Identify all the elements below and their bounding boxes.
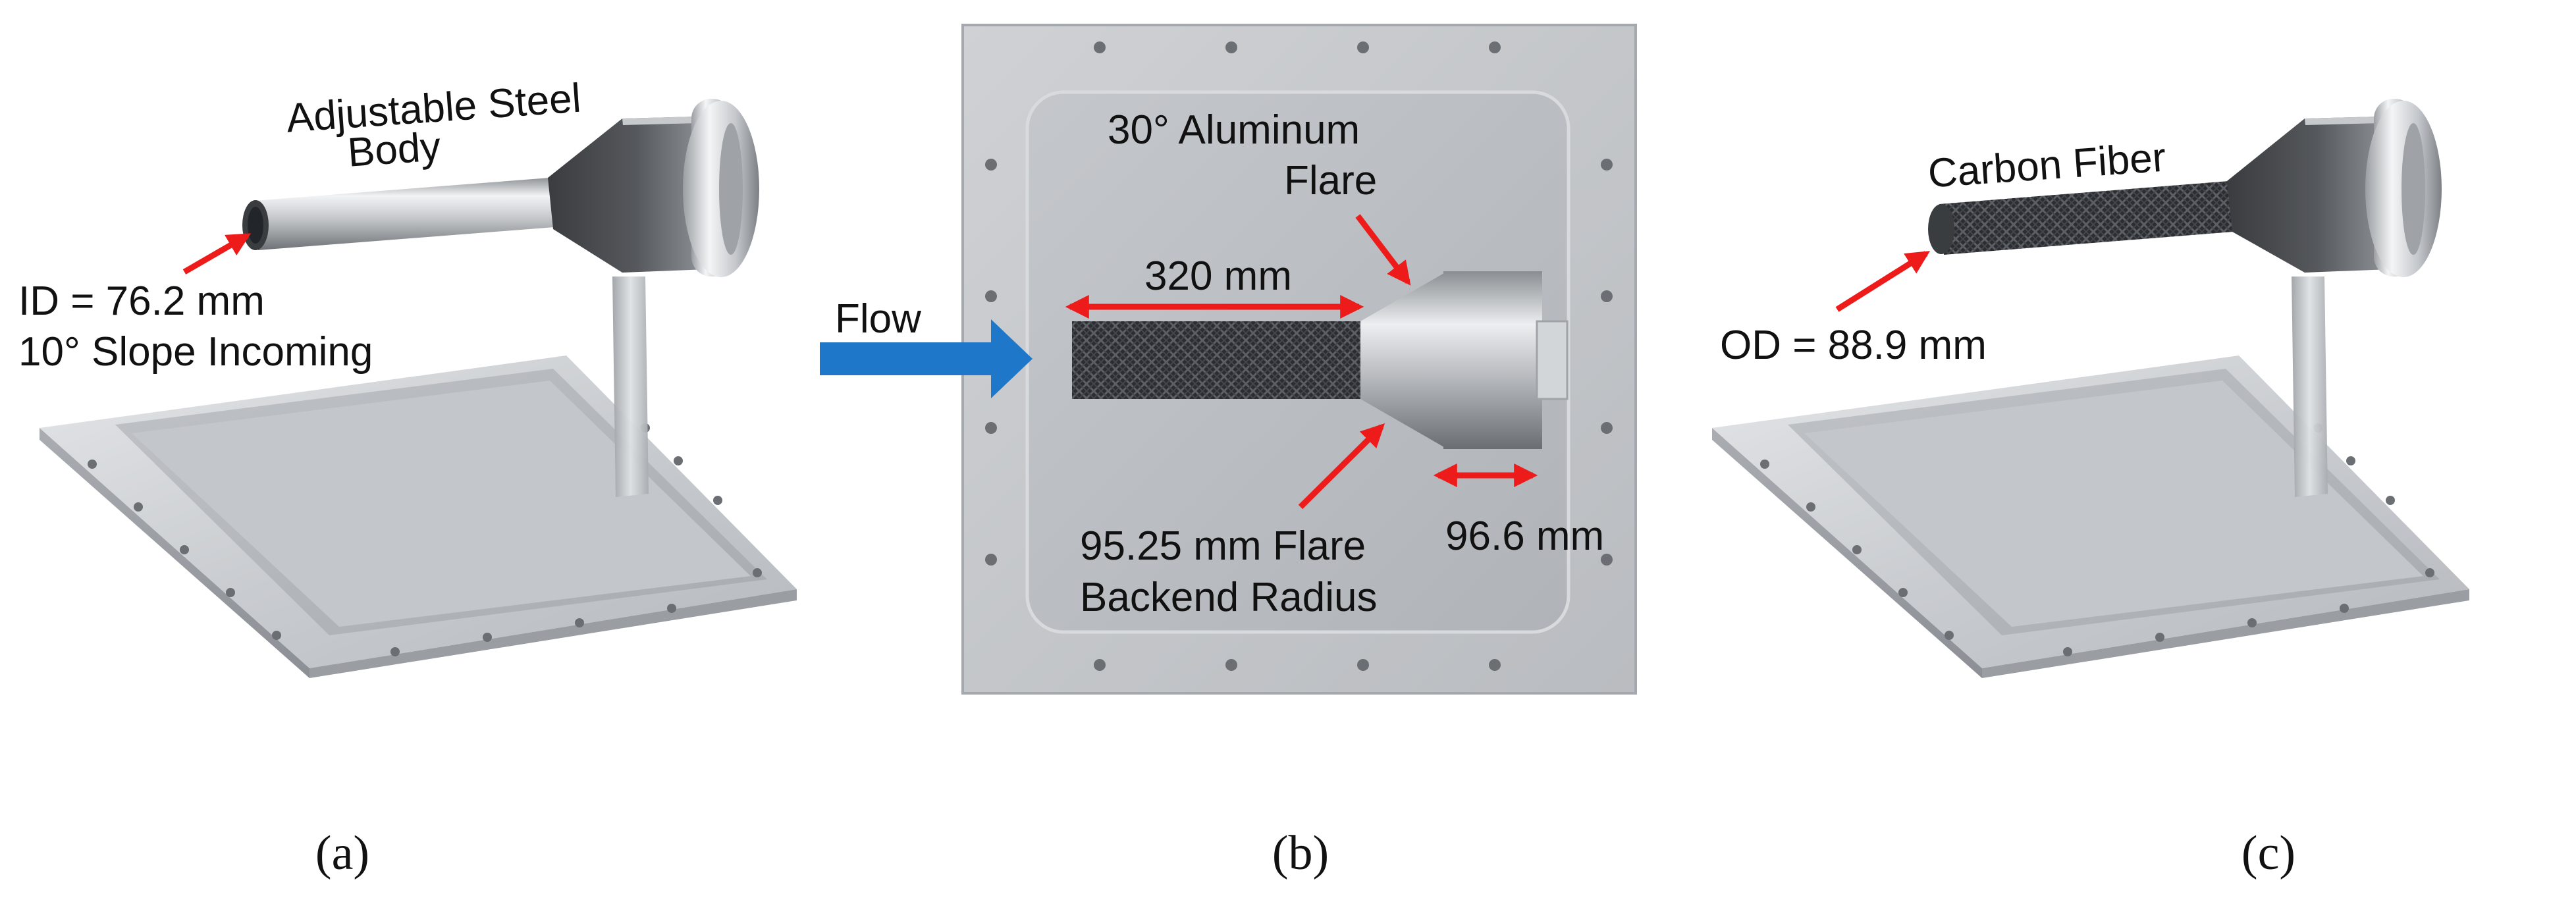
panel-a-base-plate	[40, 356, 797, 678]
panel-a: Adjustable Steel Body ID = 76.2 mm 10° S…	[18, 76, 797, 880]
panel-c-label-od: OD = 88.9 mm	[1720, 323, 1987, 368]
panel-a-label-slope: 10° Slope Incoming	[18, 329, 373, 375]
panel-a-caption: (a)	[315, 826, 369, 880]
panel-c-carbon-body	[1928, 181, 2234, 255]
panel-c-label-material: Carbon Fiber	[1927, 135, 2168, 197]
panel-b-label-flare-line1: 30° Aluminum	[1108, 107, 1360, 153]
panel-b: Flow 30° Aluminum Flare 320 mm 95.25 mm …	[820, 24, 1637, 880]
panel-b-label-length: 320 mm	[1144, 253, 1292, 299]
panel-b-radius-arrow	[1298, 423, 1385, 510]
panel-b-caption: (b)	[1272, 826, 1329, 880]
panel-a-flare	[548, 99, 759, 277]
panel-a-bolt-holes	[88, 423, 762, 656]
panel-c-flare	[2227, 99, 2442, 277]
panel-b-label-flare-line2: Flare	[1284, 158, 1377, 203]
panel-c-strut	[2292, 277, 2328, 497]
panel-a-id-arrow	[182, 233, 252, 275]
panel-a-steel-body	[242, 178, 554, 250]
panel-a-strut	[612, 277, 649, 497]
panel-b-flare	[1360, 271, 1569, 449]
panel-c-base-plate	[1712, 356, 2469, 678]
panel-b-flare-arrow	[1355, 214, 1411, 286]
panel-b-label-end: 96.6 mm	[1445, 514, 1604, 559]
panel-c: Carbon Fiber OD = 88.9 mm (c)	[1712, 99, 2469, 880]
panel-b-label-radius-line2: Backend Radius	[1080, 575, 1378, 620]
panel-c-od-arrow	[1835, 251, 1931, 312]
panel-b-bolt-holes	[985, 41, 1613, 671]
panel-b-flow-arrow	[820, 319, 1033, 398]
panel-c-caption: (c)	[2241, 826, 2295, 880]
panel-b-carbon-tube	[1072, 321, 1362, 399]
panel-b-label-flow: Flow	[835, 296, 921, 342]
panel-a-label-id: ID = 76.2 mm	[18, 278, 265, 324]
panel-a-label-body-line2: Body	[346, 124, 443, 176]
panel-b-label-radius-line1: 95.25 mm Flare	[1080, 523, 1366, 569]
